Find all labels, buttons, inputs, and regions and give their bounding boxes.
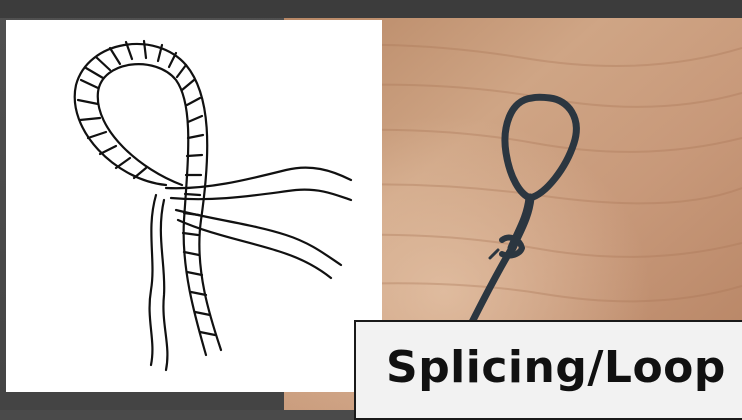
rope-eye-splice-drawing-icon <box>6 20 382 392</box>
slide-top-strip <box>0 0 742 18</box>
slide-caption: Splicing/Loop <box>386 342 726 393</box>
rope-splice-drawing <box>6 20 382 392</box>
caption-box: Splicing/Loop <box>354 320 742 420</box>
